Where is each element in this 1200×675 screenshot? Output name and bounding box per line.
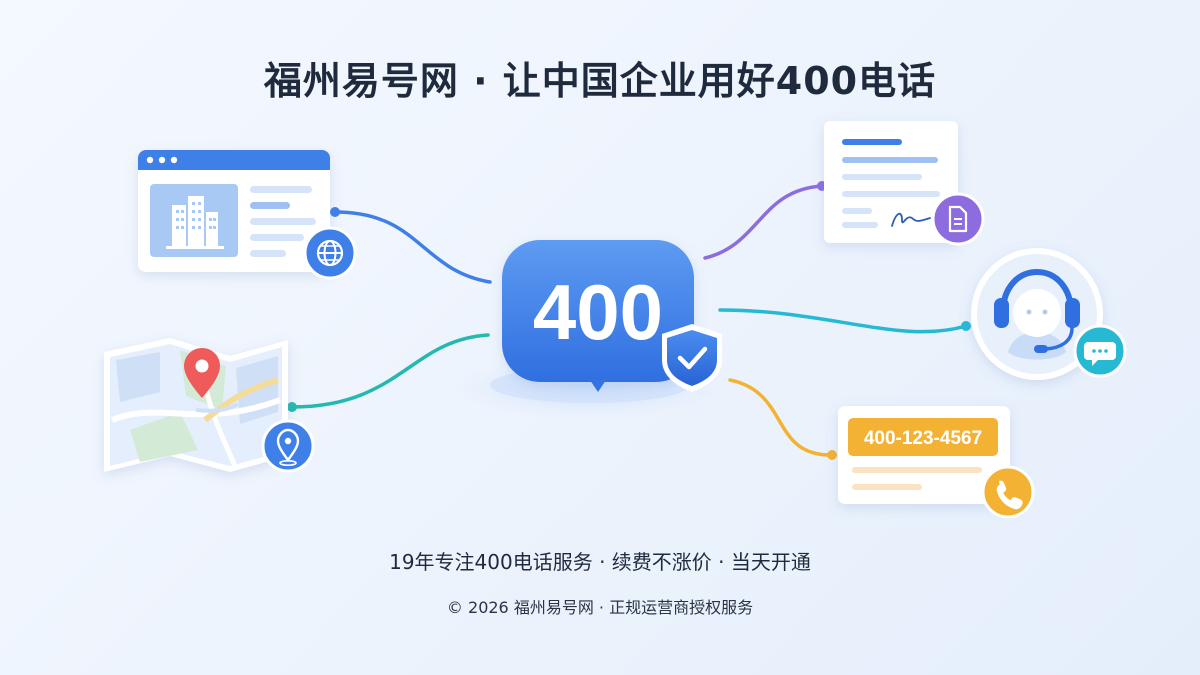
- headset-icon: [994, 268, 1080, 360]
- number-card: 400-123-4567: [838, 406, 1010, 504]
- contract-card: [824, 121, 958, 243]
- copyright-text: © 2026 福州易号网 · 正规运营商授权服务: [446, 598, 754, 617]
- phone-icon: [981, 465, 1035, 519]
- tagline: 19年专注400电话服务 · 续费不涨价 · 当天开通: [389, 550, 811, 574]
- website-card: [138, 150, 330, 272]
- hub-number: 400: [533, 268, 663, 356]
- location-pin-icon: [261, 419, 315, 473]
- hub-400: 400: [450, 240, 730, 419]
- chat-bubble-icon: [1073, 324, 1127, 378]
- support-card: [971, 248, 1103, 380]
- phone-number: 400-123-4567: [864, 428, 982, 449]
- hub-badge: [502, 240, 694, 382]
- connector-lines: [287, 181, 971, 460]
- map-card: [104, 338, 288, 472]
- globe-icon: [303, 226, 357, 280]
- page-title: 福州易号网 · 让中国企业用好400电话: [263, 59, 937, 103]
- shield-check-icon: [662, 324, 722, 392]
- document-icon: [931, 192, 985, 246]
- map-pin-icon: [184, 348, 220, 398]
